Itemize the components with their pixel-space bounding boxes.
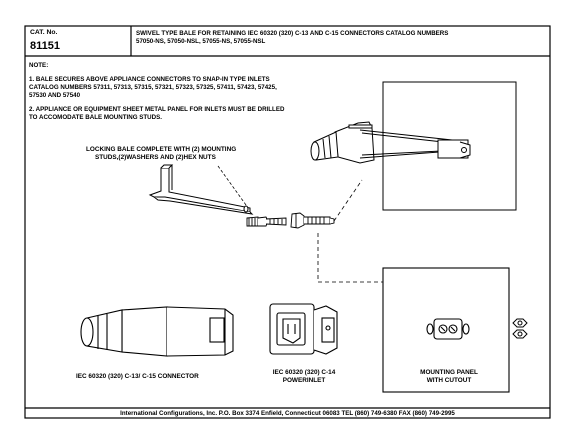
note-1-line-2: CATALOG NUMBERS 57311, 57313, 57315, 573… (29, 84, 277, 91)
installed-assembly-illustration (310, 81, 517, 211)
studs-washers-nuts-illustration (246, 212, 335, 229)
note-2-line-2: TO ACCOMODATE BALE MOUNTING STUDS. (29, 114, 162, 121)
inlet-label-line-2: POWERINLET (282, 377, 326, 384)
panel-label-line-2: WITH CUTOUT (426, 377, 472, 384)
footer-text: International Configurations, Inc. P.O. … (120, 410, 455, 417)
notes-heading: NOTE: (29, 62, 49, 69)
inlet-label-line-1: IEC 60320 (320) C-14 (272, 369, 336, 376)
c13-connector-illustration (80, 306, 234, 357)
note-1-line-3: 57530 AND 57540 (29, 92, 81, 99)
outer-border (24, 25, 551, 419)
c14-inlet-illustration (269, 303, 338, 355)
note-2-line-1: 2. APPLIANCE OR EQUIPMENT SHEET METAL PA… (29, 106, 285, 113)
bale-label-line-2: STUDS,(2)WASHERS AND (2)HEX NUTS (95, 154, 216, 161)
bale-leader (217, 165, 247, 206)
hex-nuts-illustration (512, 318, 528, 339)
cat-number-value: 81151 (30, 40, 60, 52)
locking-bale-illustration (148, 164, 254, 215)
note-1-line-1: 1. BALE SECURES ABOVE APPLIANCE CONNECTO… (29, 76, 270, 83)
mounting-panel-illustration (382, 267, 510, 393)
description-line-1: SWIVEL TYPE BALE FOR RETAINING IEC 60320… (136, 30, 449, 37)
bale-label-line-1: LOCKING BALE COMPLETE WITH (2) MOUNTING (86, 146, 237, 153)
cat-number-label: CAT. No. (30, 29, 58, 36)
connector-label: IEC 60320 (320) C-13/ C-15 CONNECTOR (76, 373, 199, 380)
panel-label-line-1: MOUNTING PANEL (420, 369, 478, 376)
description-line-2: 57050-NS, 57050-NSL, 57055-NS, 57055-NSL (136, 38, 266, 45)
